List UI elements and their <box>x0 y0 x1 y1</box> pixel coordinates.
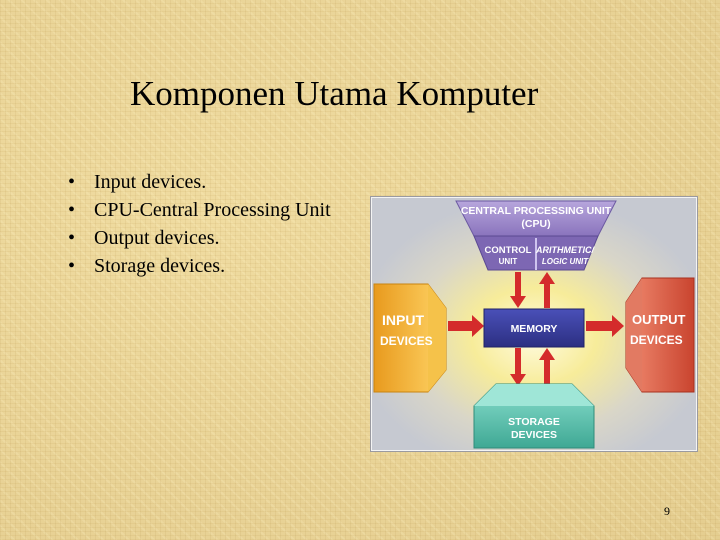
bullet-text: Input devices. <box>94 171 207 193</box>
diagram-canvas: CENTRAL PROCESSING UNIT (CPU) CONTROL UN… <box>372 198 696 450</box>
input-to-memory-arrow <box>448 315 484 337</box>
slide-title: Komponen Utama Komputer <box>130 74 539 113</box>
input-devices-block: INPUT DEVICES <box>373 283 447 393</box>
memory-to-storage-arrow <box>510 348 526 386</box>
storage-label-line2: DEVICES <box>511 429 557 441</box>
bullet-marker: • <box>68 255 76 277</box>
bullet-item: • Storage devices. <box>68 252 358 280</box>
output-label-line2: DEVICES <box>630 333 683 347</box>
alu-label-line2: LOGIC UNIT <box>542 257 589 266</box>
bullet-item: • Output devices. <box>68 224 358 252</box>
page-number: 9 <box>664 504 670 518</box>
bullet-marker: • <box>68 199 76 221</box>
bullet-text: Output devices. <box>94 227 220 249</box>
control-unit-label-line2: UNIT <box>499 257 518 266</box>
control-unit-label-line1: CONTROL <box>485 245 532 256</box>
cpu-to-memory-arrow <box>510 272 526 308</box>
memory-block: MEMORY <box>483 308 585 348</box>
cpu-label-line1: CENTRAL PROCESSING UNIT <box>461 205 612 217</box>
memory-label: MEMORY <box>511 323 558 335</box>
output-label-line1: OUTPUT <box>632 312 686 327</box>
cpu-block: CENTRAL PROCESSING UNIT (CPU) CONTROL UN… <box>455 200 617 271</box>
cpu-label-line2: (CPU) <box>521 218 550 230</box>
memory-to-output-arrow <box>586 315 624 337</box>
computer-components-diagram: CENTRAL PROCESSING UNIT (CPU) CONTROL UN… <box>371 197 697 451</box>
bullet-text: CPU-Central Processing Unit <box>94 199 331 221</box>
alu-label-line1: ARITHMETIC/ <box>535 245 595 255</box>
bullet-marker: • <box>68 171 76 193</box>
storage-label-line1: STORAGE <box>508 416 560 428</box>
bullet-text: Storage devices. <box>94 255 226 277</box>
memory-to-cpu-arrow <box>539 272 555 308</box>
bullet-marker: • <box>68 227 76 249</box>
input-label-line2: DEVICES <box>380 334 433 348</box>
vertical-arrows <box>510 272 555 386</box>
bullet-list: • Input devices. • CPU-Central Processing … <box>68 168 358 280</box>
bullet-item: • Input devices. <box>68 168 358 196</box>
horizontal-arrows <box>448 315 624 337</box>
storage-devices-block: STORAGE DEVICES <box>473 383 595 449</box>
output-devices-block: OUTPUT DEVICES <box>625 277 695 393</box>
storage-to-memory-arrow <box>539 348 555 386</box>
bullet-item: • CPU-Central Processing Unit <box>68 196 358 224</box>
input-label-line1: INPUT <box>382 312 424 328</box>
